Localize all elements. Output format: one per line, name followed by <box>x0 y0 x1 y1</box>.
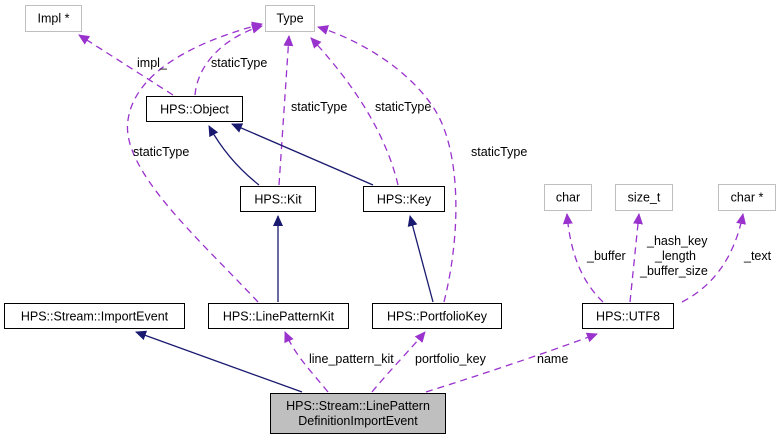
edge-key-object <box>231 123 374 186</box>
node-label-line1: HPS::Stream::LinePattern <box>286 399 430 413</box>
edge-main-portfoliokey <box>371 331 426 393</box>
edge-kit-type <box>278 35 294 186</box>
node-hps-stream-importevent[interactable]: HPS::Stream::ImportEvent <box>4 303 185 329</box>
edge-utf8-size-t <box>629 213 643 303</box>
node-label: HPS::LinePatternKit <box>223 310 335 324</box>
edge-label-hash-key: _hash_key <box>646 234 708 248</box>
node-label: size_t <box>628 191 661 205</box>
node-label: HPS::PortfolioKey <box>387 310 488 324</box>
node-type[interactable]: Type <box>265 5 315 32</box>
edge-label-length: _length <box>654 249 696 263</box>
node-hps-utf8[interactable]: HPS::UTF8 <box>582 303 674 329</box>
edge-linepatternkit-type <box>126 21 263 303</box>
edge-label-kit-statictype: staticType <box>291 100 347 114</box>
edge-portfoliokey-key <box>407 215 434 303</box>
node-label: HPS::Object <box>160 103 229 117</box>
node-label: char * <box>731 191 764 205</box>
node-label: HPS::Key <box>377 193 432 207</box>
node-impl-ptr[interactable]: Impl * <box>25 5 82 32</box>
edge-label-line-pattern-kit: line_pattern_kit <box>309 352 394 366</box>
node-label: HPS::Stream::ImportEvent <box>21 310 169 324</box>
node-label: Impl * <box>38 12 70 26</box>
edge-utf8-char-ptr <box>681 213 746 303</box>
node-label: char <box>556 191 580 205</box>
node-hps-linepatternkit[interactable]: HPS::LinePatternKit <box>208 303 349 329</box>
edge-main-linepatternkit <box>284 331 329 393</box>
edge-label-object-statictype: staticType <box>211 56 267 70</box>
edge-label-name: name <box>537 352 568 366</box>
edge-utf8-char <box>562 213 604 303</box>
edge-object-impl <box>78 34 174 96</box>
node-label-line2: DefinitionImportEvent <box>298 414 418 428</box>
edge-label-buffer: _buffer <box>586 249 626 263</box>
edge-main-importevent <box>135 330 303 393</box>
node-hps-key[interactable]: HPS::Key <box>363 186 445 212</box>
node-char[interactable]: char <box>544 184 592 211</box>
edge-label-linepatternkit-statictype: staticType <box>133 145 189 159</box>
node-label: HPS::Kit <box>254 193 302 207</box>
edge-label-key-statictype: staticType <box>375 100 431 114</box>
edge-object-type <box>194 23 263 96</box>
edge-label-buffer-size: _buffer_size <box>639 264 708 278</box>
node-main-linepatterndefinitionimportevent[interactable]: HPS::Stream::LinePattern DefinitionImpor… <box>270 393 446 434</box>
edge-kit-object <box>208 125 260 186</box>
node-char-ptr[interactable]: char * <box>718 184 776 211</box>
node-size-t[interactable]: size_t <box>615 184 673 211</box>
node-label: HPS::UTF8 <box>596 310 660 324</box>
node-label: Type <box>276 12 303 26</box>
node-hps-portfoliokey[interactable]: HPS::PortfolioKey <box>372 303 502 329</box>
edge-label-portfoliokey-statictype: staticType <box>471 145 527 159</box>
edge-main-utf8 <box>425 332 598 393</box>
edge-portfoliokey-type <box>317 25 457 303</box>
edge-label-impl: impl_ <box>137 56 168 70</box>
edge-label-portfolio-key: portfolio_key <box>415 352 487 366</box>
node-hps-object[interactable]: HPS::Object <box>146 96 243 122</box>
node-hps-kit[interactable]: HPS::Kit <box>240 186 316 212</box>
edge-label-text: _text <box>743 249 772 263</box>
edge-key-type <box>310 37 399 186</box>
